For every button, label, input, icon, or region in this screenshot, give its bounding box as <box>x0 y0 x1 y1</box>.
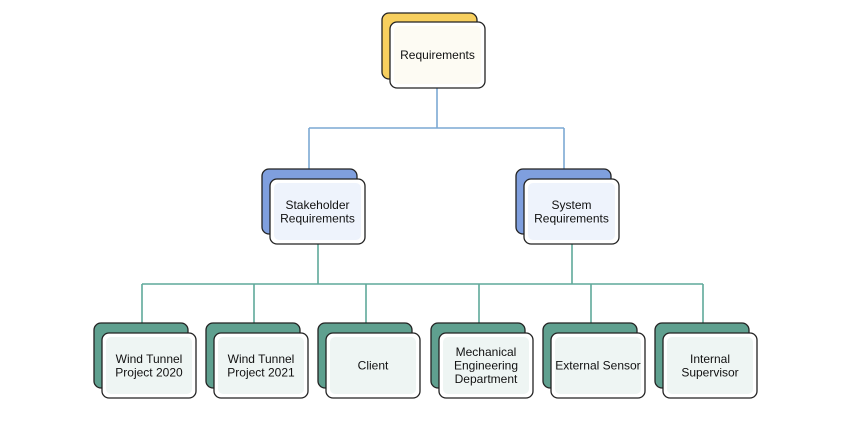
node-stakeholder-label-line: Stakeholder <box>285 198 349 212</box>
node-requirements: Requirements <box>381 12 486 89</box>
node-wind-tunnel-2020-card-tint <box>106 337 192 394</box>
node-wind-tunnel-2021-label-line: Wind Tunnel <box>228 352 295 366</box>
node-client: Client <box>317 322 421 399</box>
node-requirements-label-line: Requirements <box>400 48 475 62</box>
node-stakeholder-label-line: Requirements <box>280 211 355 225</box>
node-internal-supervisor-label-line: Supervisor <box>681 365 738 379</box>
node-external-sensor-label-line: External Sensor <box>555 359 640 373</box>
node-wind-tunnel-2020-label-line: Project 2020 <box>115 365 183 379</box>
node-client-card-tint <box>330 337 416 394</box>
node-system-label-line: Requirements <box>534 211 609 225</box>
node-internal-supervisor-label-line: Internal <box>690 352 730 366</box>
nodes: RequirementsStakeholderRequirementsSyste… <box>93 12 758 399</box>
level2-connector <box>141 244 704 324</box>
node-mech-eng-dept-label-line: Engineering <box>454 359 518 373</box>
node-system-label-line: System <box>551 198 591 212</box>
node-internal-supervisor-card-tint <box>667 337 753 394</box>
node-stakeholder-card-tint <box>274 183 361 240</box>
node-wind-tunnel-2020-label-line: Wind Tunnel <box>116 352 183 366</box>
node-external-sensor-card-tint <box>555 337 641 394</box>
node-system-card-tint <box>528 183 615 240</box>
node-wind-tunnel-2021-card-tint <box>218 337 304 394</box>
node-mech-eng-dept-label-line: Mechanical <box>456 345 517 359</box>
root-connector <box>308 88 565 170</box>
node-requirements-card-tint <box>394 26 481 84</box>
node-client-label-line: Client <box>358 359 389 373</box>
connectors <box>141 88 704 324</box>
node-mech-eng-dept-card-tint <box>443 337 529 394</box>
node-external-sensor: External Sensor <box>542 322 646 399</box>
node-wind-tunnel-2021-label-line: Project 2021 <box>227 365 295 379</box>
node-mech-eng-dept-label-line: Department <box>455 372 518 386</box>
